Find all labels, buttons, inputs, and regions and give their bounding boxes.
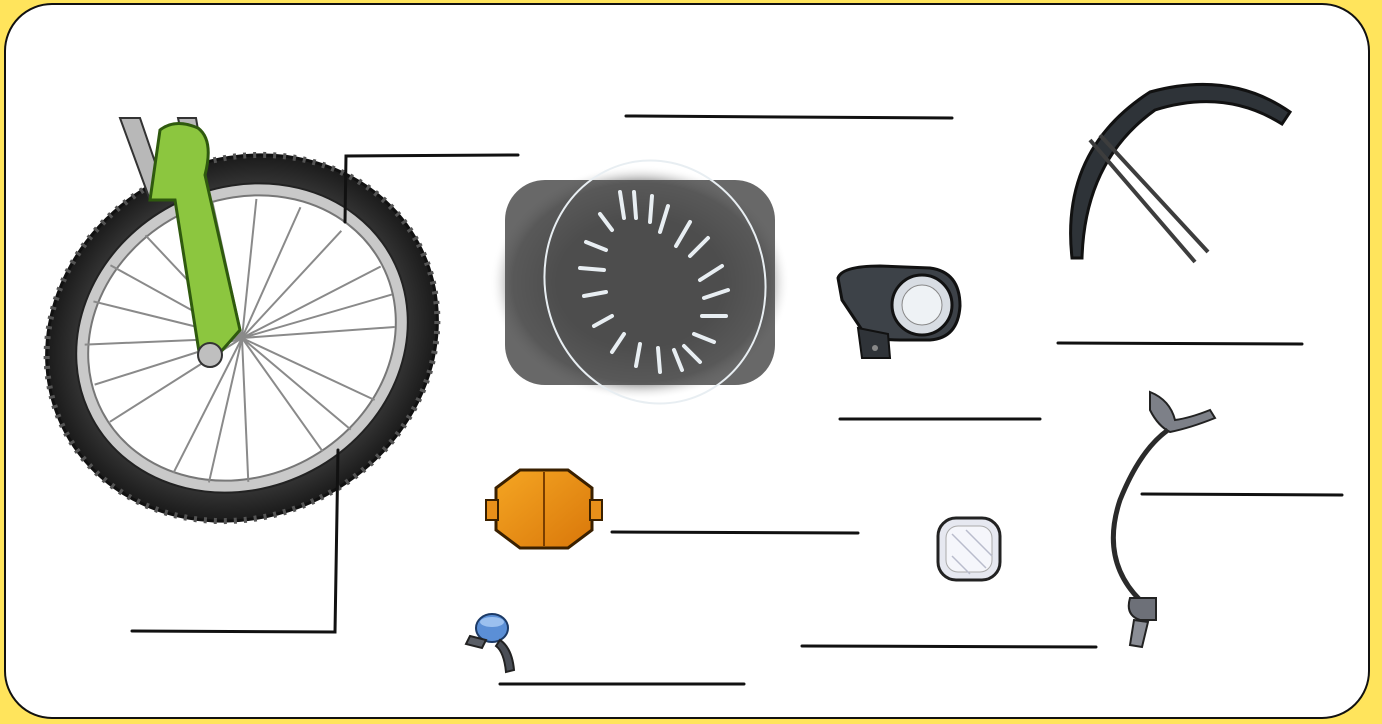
answer-line-mudguard[interactable] <box>1058 343 1302 344</box>
spoke-reflector-disc-icon <box>490 140 790 424</box>
answer-line-spoke-reflector[interactable] <box>626 116 952 118</box>
bicycle-wheel-icon <box>0 87 502 589</box>
answer-line-brake[interactable] <box>1142 494 1342 495</box>
pedal-reflector-icon <box>486 470 602 548</box>
headlight-icon <box>838 266 960 358</box>
answer-line-pedal-reflector[interactable] <box>612 532 858 533</box>
answer-line-rear-reflector[interactable] <box>802 646 1096 647</box>
bell-icon <box>466 614 514 672</box>
brake-lever-cable-icon <box>1113 392 1215 647</box>
rear-reflector-icon <box>938 518 1000 580</box>
mudguard-icon <box>1071 84 1290 262</box>
